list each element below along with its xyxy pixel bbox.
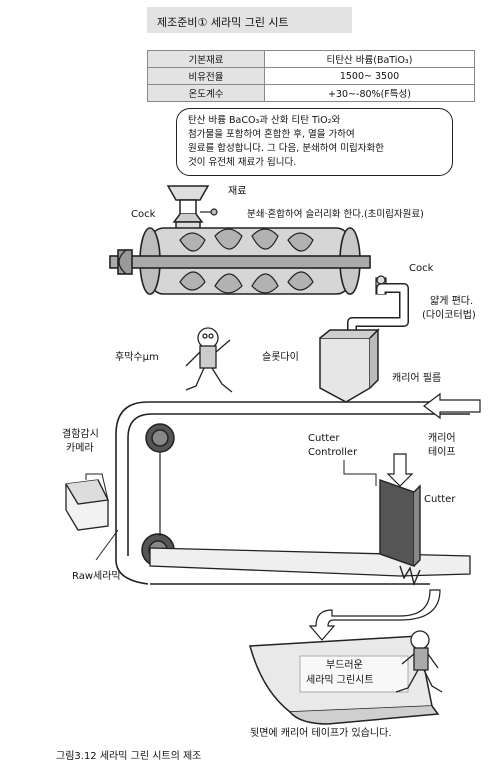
hopper [166,185,210,233]
label-carrier-tape-1: 캐리어 [428,433,456,444]
label-cutter-controller-1: Cutter [308,433,340,444]
table-row: 비유전율 1500~ 3500 [147,67,475,85]
label-crush-mix: 분쇄·혼합하여 슬러리화 한다.(초미립자원료) [247,209,424,220]
cutter-blade [379,479,421,587]
property-table: 기본재료 티탄산 바륨(BaTiO₃) 비유전율 1500~ 3500 온도계수… [147,50,475,102]
cock-valve-left [200,208,218,216]
worker-figure-bottom [395,630,443,693]
property-value: +30~-80%(F특성) [264,84,475,102]
label-material: 재료 [228,186,247,197]
property-key: 온도계수 [147,84,265,102]
label-cock-right: Cock [409,263,434,274]
label-cutter-controller-2: Controller [308,447,358,458]
label-carrier-film: 캐리어 필름 [392,373,442,384]
label-soft-1: 부드러운 [326,660,363,671]
worker-figure-top [185,327,233,393]
label-cock-left: Cock [131,209,156,220]
property-key: 비유전율 [147,67,265,85]
table-row: 온도계수 +30~-80%(F특성) [147,84,475,102]
label-raw-ceramic: Raw세라믹 [72,571,121,582]
rotation-arrow [118,249,127,275]
bubble-line: 원료를 합성합니다. 그 다음, 분쇄하여 미립자화한 [188,143,384,154]
green-sheet-platform [149,547,471,577]
bubble-line: 탄산 바륨 BaCO₃과 산화 티탄 TiO₂와 [188,115,341,126]
property-value: 1500~ 3500 [264,67,475,85]
label-soft-2: 세라믹 그린시트 [306,675,374,686]
mixing-blades [179,228,314,294]
label-cutter: Cutter [424,494,456,505]
bubble-line: 첨가물을 포함하여 혼합한 후, 열을 가하여 [188,129,355,140]
label-slot-die: 슬롯다이 [262,352,299,363]
label-doctor-blade: (다이코터법) [422,310,476,321]
controller-cable [343,460,377,486]
figure-title-bar: 제조준비① 세라믹 그린 시트 [147,7,352,33]
label-thickness: 후막수μm [115,352,159,363]
slot-die [319,328,380,403]
bubble-line: 것이 유전체 재료가 됩니다. [188,157,297,168]
carrier-film-arrow [423,392,481,420]
explanation-bubble: 탄산 바륨 BaCO₃과 산화 티탄 TiO₂와 첨가물을 포함하여 혼합한 후… [176,108,453,176]
output-arrow [308,589,441,641]
label-back-tape: 뒷면에 캐리어 테이프가 있습니다. [250,728,392,739]
label-carrier-tape-2: 테이프 [428,447,456,458]
defect-camera [65,473,109,531]
property-value: 티탄산 바륨(BaTiO₃) [264,50,475,68]
figure-title: 제조준비① 세라믹 그린 시트 [157,16,289,29]
label-defect-camera-1: 결함감시 [62,429,99,440]
conveyor-belt [115,401,470,585]
camera-pointer [95,529,119,561]
property-key: 기본재료 [147,50,265,68]
roller-upper [145,423,175,453]
label-spread-thin: 얇게 편다. [430,296,474,307]
finished-green-sheet [249,635,440,725]
table-row: 기본재료 티탄산 바륨(BaTiO₃) [147,50,475,68]
figure-caption: 그림3.12 세라믹 그린 시트의 제조 [56,751,202,762]
label-defect-camera-2: 카메라 [66,443,94,454]
carrier-tape-arrow [386,453,414,487]
